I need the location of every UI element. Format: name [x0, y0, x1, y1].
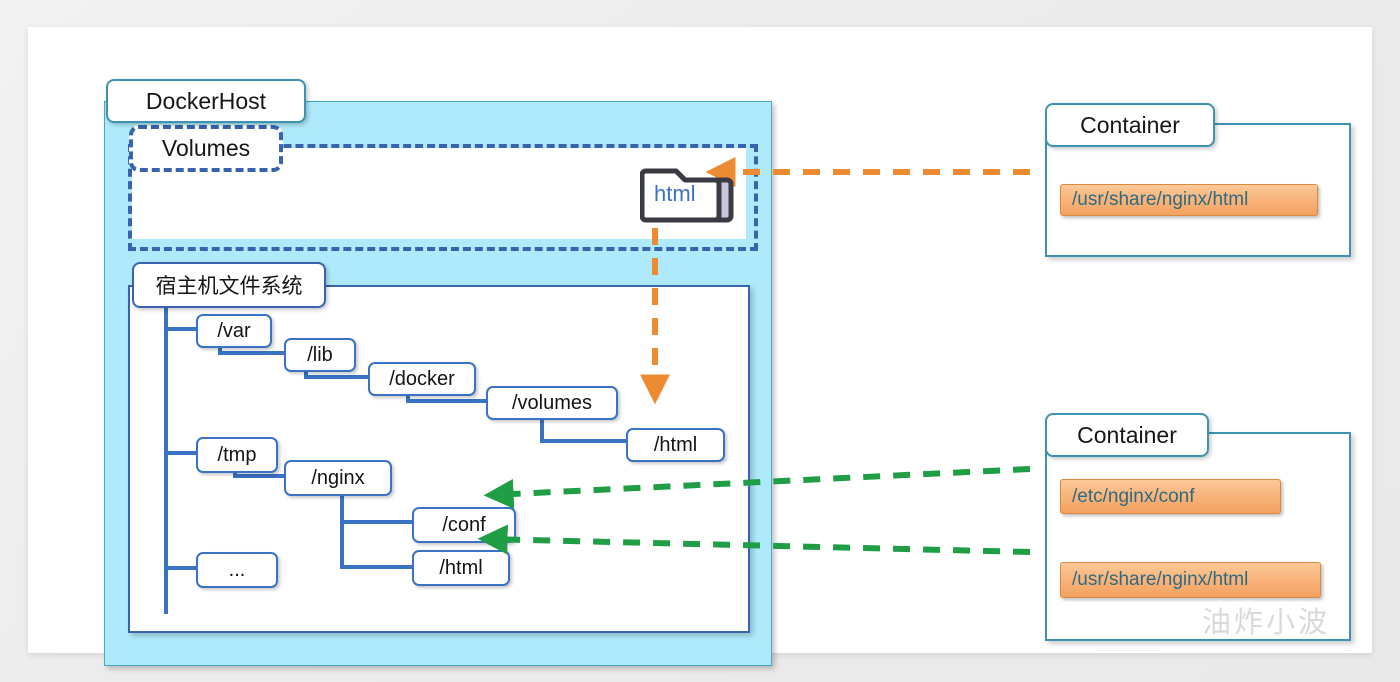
host-filesystem-label: 宿主机文件系统 [132, 262, 326, 308]
tree-node-label: /conf [442, 513, 486, 536]
tree-node-label: /lib [307, 343, 333, 366]
tree-node-nginx-html[interactable]: /html [412, 550, 510, 586]
tree-node-conf[interactable]: /conf [412, 507, 516, 543]
volume-folder-icon: html [639, 161, 736, 227]
container-2-path-chip-1[interactable]: /usr/share/nginx/html [1060, 562, 1321, 598]
container-2-path-chip-0[interactable]: /etc/nginx/conf [1060, 479, 1281, 514]
tree-trunk [164, 304, 168, 614]
tree-node-label: /volumes [511, 391, 593, 414]
tree-branch-tmp [164, 451, 200, 455]
tree-node-docker[interactable]: /docker [368, 362, 476, 396]
tree-link-lib-docker-v [304, 366, 308, 379]
tree-link-var-lib-v [218, 342, 222, 355]
tree-node-var[interactable]: /var [196, 314, 272, 348]
container-panel-2 [1045, 432, 1351, 641]
slide-page: Volumes html 宿主机文件系统 [28, 27, 1372, 666]
tree-node-volumes[interactable]: /volumes [486, 386, 618, 420]
tree-node-ellipsis[interactable]: ... [196, 552, 278, 588]
volumes-label: Volumes [129, 125, 283, 172]
tree-node-label: /html [439, 556, 483, 579]
tree-link-nginx-conf-h [340, 520, 414, 524]
tree-link-docker-volumes-v [406, 390, 410, 403]
tree-node-label: /docker [389, 367, 455, 390]
volumes-region [128, 144, 758, 251]
tree-node-nginx[interactable]: /nginx [284, 460, 392, 496]
tree-node-volumes-html[interactable]: /html [626, 428, 725, 462]
volume-folder-label: html [654, 181, 696, 206]
container-1-label: Container [1045, 103, 1215, 147]
tree-node-lib[interactable]: /lib [284, 338, 356, 372]
tree-link-nginx-children-v [340, 489, 344, 569]
container-2-label: Container [1045, 413, 1209, 457]
tree-node-label: /var [217, 319, 251, 342]
tree-link-var-lib-h [218, 351, 286, 355]
tree-node-label: /nginx [311, 466, 365, 489]
tree-link-volumes-html-v [540, 413, 544, 443]
container-1-path-chip-0[interactable]: /usr/share/nginx/html [1060, 184, 1318, 216]
tree-node-label: ... [228, 558, 246, 581]
tree-link-volumes-html-h [540, 439, 628, 443]
tree-node-tmp[interactable]: /tmp [196, 437, 278, 473]
tree-branch-dots [164, 566, 200, 570]
folder-glyph [639, 168, 734, 223]
tree-link-nginx-html-h [340, 565, 414, 569]
tree-link-lib-docker-h [304, 375, 372, 379]
tree-node-label: /tmp [217, 443, 257, 466]
watermark: 油炸小波 [1201, 605, 1330, 639]
tree-link-docker-volumes-h [406, 399, 488, 403]
docker-host-label: DockerHost [106, 79, 306, 123]
tree-node-label: /html [653, 433, 698, 456]
tree-branch-var [164, 327, 200, 331]
tree-link-tmp-nginx-h [233, 474, 289, 478]
